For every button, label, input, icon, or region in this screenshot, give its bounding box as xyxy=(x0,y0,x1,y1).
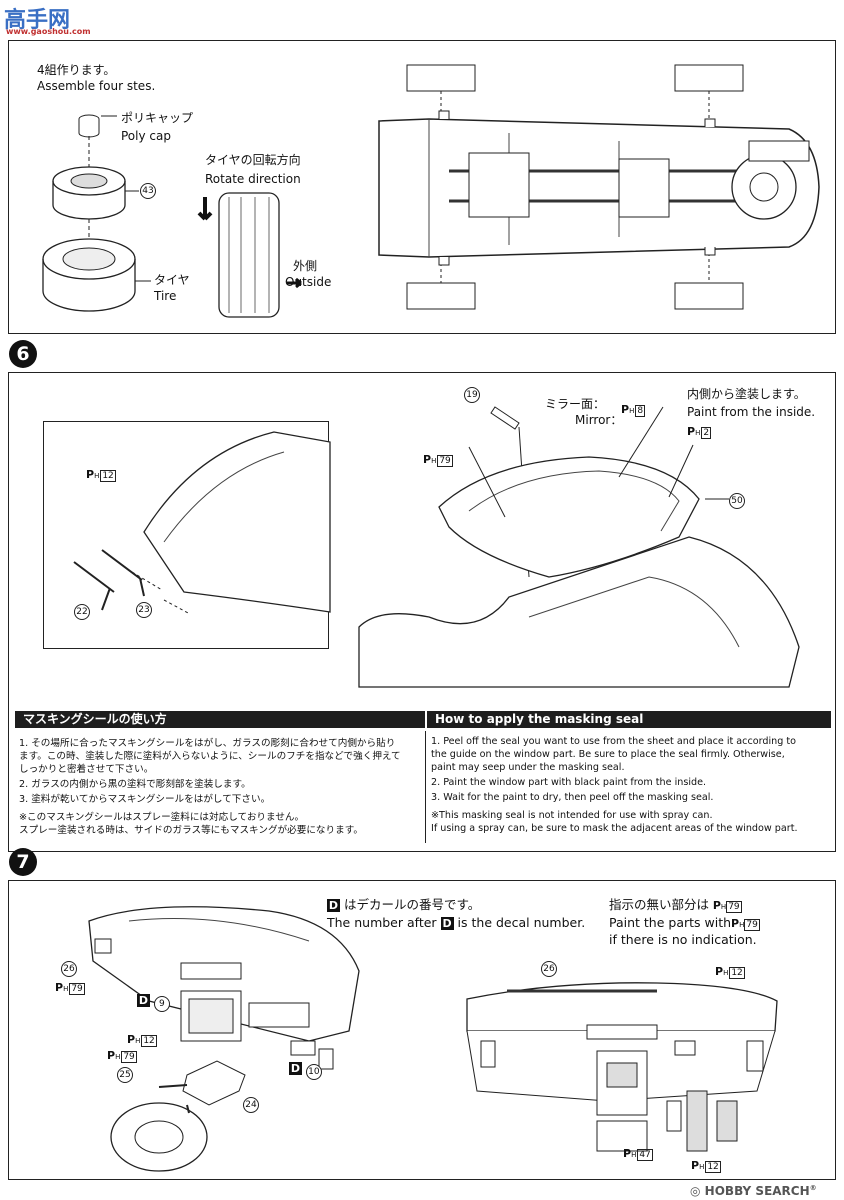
masking-en-line-6: ※This masking seal is not intended for u… xyxy=(431,810,713,821)
decal-10-callout: D 10 xyxy=(289,1061,322,1080)
watermark-url: www.gaoshou.com xyxy=(6,27,91,36)
masking-divider xyxy=(425,731,426,843)
rear-window-body-drawing xyxy=(358,406,800,688)
masking-header-jp: マスキングシールの使い方 xyxy=(15,711,425,728)
rotate-label-jp: タイヤの回転方向 xyxy=(205,153,301,167)
masking-en-line-5: 3. Wait for the paint to dry, then peel … xyxy=(431,792,714,803)
part-43: 43 xyxy=(140,183,156,199)
dashboard-exploded-drawing xyxy=(88,906,360,1172)
decal-9-callout: D 9 xyxy=(137,993,170,1012)
masking-jp-line-1: 1. その場所に合ったマスキングシールをはがし、ガラスの彫刻に合わせて内側から貼… xyxy=(19,738,396,749)
wheel-assembly-drawing xyxy=(42,114,151,312)
mirror-label-en: Mirror： xyxy=(575,413,623,427)
mirror-label-jp: ミラー面： xyxy=(545,397,606,411)
polycap-label-jp: ポリキャップ xyxy=(121,111,194,125)
step5-panel: 4組作ります。 Assemble four stes. ポリキャップ Poly … xyxy=(8,40,836,334)
part-26-right: 26 xyxy=(541,961,557,977)
masking-en-line-3: paint may seep under the masking seal. xyxy=(431,762,625,773)
tire-label-en: Tire xyxy=(154,289,177,303)
masking-en-line-4: 2. Paint the window part with black pain… xyxy=(431,777,707,788)
dashboard-assembled-drawing xyxy=(466,982,778,1152)
outside-label-en: Outside xyxy=(285,275,332,289)
masking-jp-line-6: ※このマスキングシールはスプレー塗料には対応しておりません。 xyxy=(19,812,305,823)
polycap-label-en: Poly cap xyxy=(121,129,171,143)
part-19: 19 xyxy=(464,387,480,403)
masking-jp-line-3: しっかりと密着させて下さい。 xyxy=(19,764,154,775)
part-25: 25 xyxy=(117,1067,133,1083)
part-24: 24 xyxy=(243,1097,259,1113)
part-22: 22 xyxy=(74,604,90,620)
step6-number: 6 xyxy=(9,340,37,368)
windshield-drawing xyxy=(73,431,331,615)
part-23: 23 xyxy=(136,602,152,618)
hobby-search-logo-icon: ◎ xyxy=(690,1184,701,1198)
step7-panel: D はデカールの番号です。 The number after D is the … xyxy=(8,880,836,1180)
masking-jp-line-5: 3. 塗料が乾いてからマスキングシールをはがして下さい。 xyxy=(19,794,271,805)
decal-note-en: The number after D is the decal number. xyxy=(327,915,586,930)
masking-en-line-7: If using a spray can, be sure to mask th… xyxy=(431,823,798,834)
outside-label-jp: 外側 xyxy=(293,259,318,273)
tire-tread-drawing xyxy=(197,192,302,318)
watermark-logo: 高手网 xyxy=(4,8,71,33)
step7-number: 7 xyxy=(9,848,37,876)
inside-label-jp: 内側から塗装します。 xyxy=(687,387,806,401)
part-26-left: 26 xyxy=(61,961,77,977)
masking-jp-line-4: 2. ガラスの内側から黒の塗料で彫刻部を塗装します。 xyxy=(19,779,251,790)
inside-label-en: Paint from the inside. xyxy=(687,405,816,419)
chassis-underside-drawing xyxy=(378,64,820,310)
tire-label-jp: タイヤ xyxy=(154,273,190,287)
noind-note-en-2: if there is no indication. xyxy=(609,932,757,947)
hobby-search-logo: ◎ HOBBY SEARCH® xyxy=(690,1184,817,1198)
masking-en-line-1: 1. Peel off the seal you want to use fro… xyxy=(431,736,796,747)
decal-note-jp: D はデカールの番号です。 xyxy=(327,897,481,912)
rotate-label-en: Rotate direction xyxy=(205,172,301,186)
masking-header-en: How to apply the masking seal xyxy=(427,711,831,728)
masking-jp-line-7: スプレー塗装される時は、サイドのガラス等にもマスキングが必要になります。 xyxy=(19,825,363,836)
step5-title-jp: 4組作ります。 xyxy=(37,63,116,77)
step5-title-en: Assemble four stes. xyxy=(37,79,156,93)
masking-jp-line-2: ます。この時、塗装した際に塗料が入らないように、シールのフチを指などで強く押えて xyxy=(19,751,401,762)
masking-en-line-2: the guide on the window part. Be sure to… xyxy=(431,749,785,760)
part-50: 50 xyxy=(729,493,745,509)
